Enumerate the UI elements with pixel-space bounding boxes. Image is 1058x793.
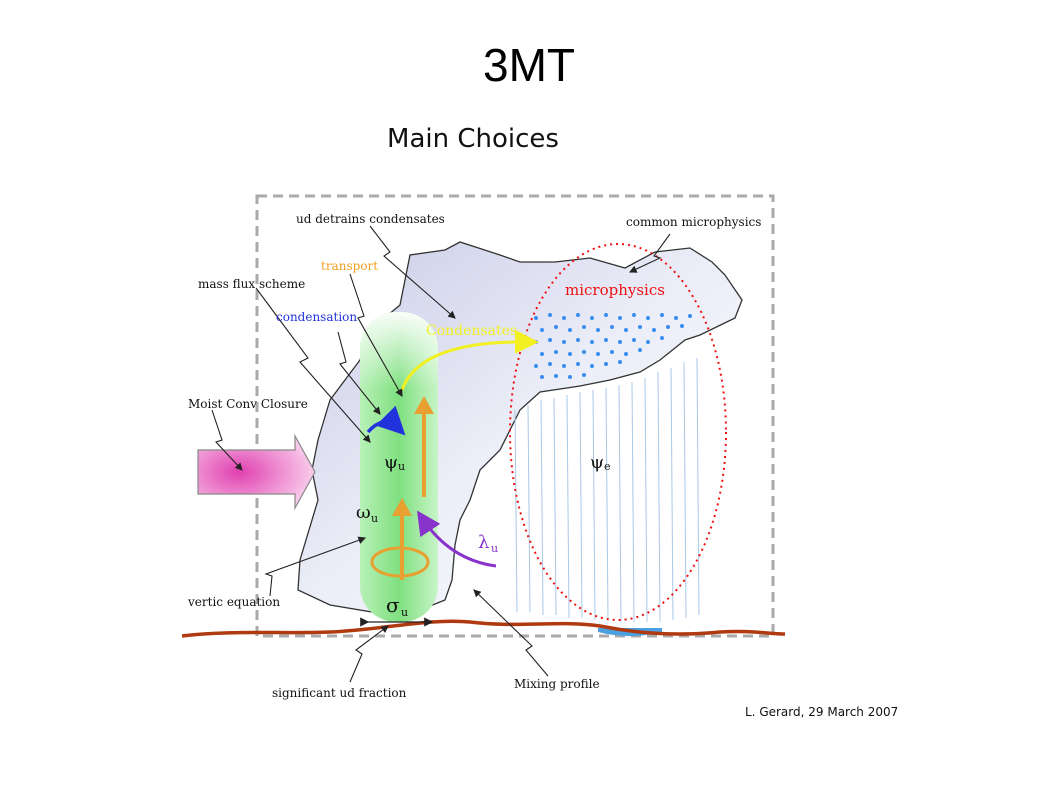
symbol-lambda-u-sub: u: [491, 542, 498, 555]
closure-arrow: [197, 433, 316, 511]
microphysics-region: [509, 243, 727, 621]
label-condensates: Condensates: [426, 323, 517, 339]
symbol-psi-u: ψ: [384, 452, 398, 473]
slide-title: 3MT: [483, 39, 575, 91]
lambda-arrow: [417, 510, 497, 568]
label-moist-conv-closure: Moist Conv Closure: [188, 397, 308, 411]
label-mixing-profile: Mixing profile: [514, 677, 600, 691]
domain-frame: [255, 194, 775, 638]
symbol-psi-e: ψ: [590, 452, 604, 473]
condensation-arrow: [366, 405, 406, 436]
pointer-lines: [211, 225, 671, 683]
droplets: [534, 313, 692, 379]
label-ud-detrains: ud detrains condensates: [296, 212, 445, 226]
label-mass-flux-scheme: mass flux scheme: [198, 277, 305, 291]
symbol-sigma-u: σ: [386, 593, 400, 617]
rain-lines: [514, 357, 700, 623]
label-condensation: condensation: [276, 310, 357, 324]
ground-line: [181, 619, 786, 638]
symbol-omega-u: ω: [356, 502, 371, 523]
label-transport: transport: [321, 259, 378, 273]
label-microphysics: microphysics: [565, 281, 665, 299]
omega-ellipse: [370, 546, 430, 578]
symbol-sigma-u-sub: u: [401, 606, 408, 619]
label-significant-ud-fraction: significant ud fraction: [272, 686, 407, 700]
condensates-arrow: [400, 329, 539, 391]
slide-subtitle: Main Choices: [387, 124, 559, 154]
label-vertic-equation: vertic equation: [187, 595, 280, 609]
updraft-column-fade: [360, 312, 438, 622]
symbol-omega-u-sub: u: [371, 512, 378, 525]
symbol-psi-u-sub: u: [398, 460, 405, 473]
transport-arrows: [392, 396, 434, 580]
symbol-lambda-u: λ: [478, 532, 489, 553]
label-common-microphysics: common microphysics: [626, 215, 761, 229]
author-credit: L. Gerard, 29 March 2007: [745, 705, 899, 719]
symbol-psi-e-sub: e: [604, 460, 611, 473]
